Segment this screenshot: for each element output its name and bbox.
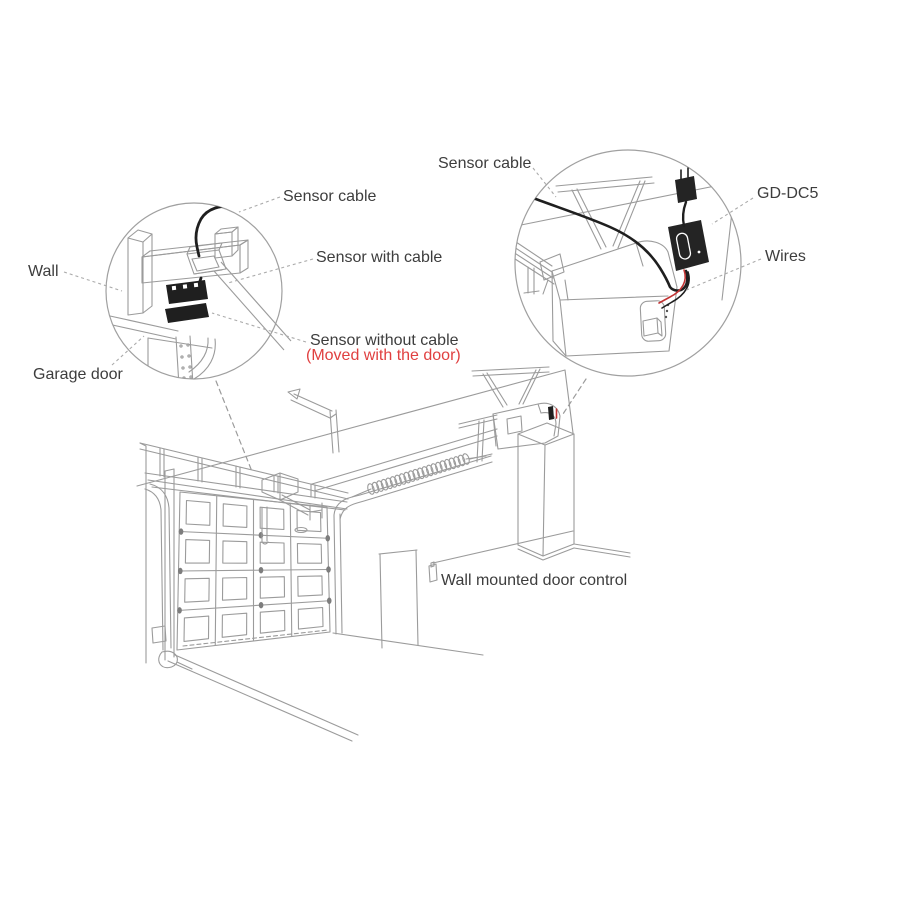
opener-unit [492, 402, 561, 450]
sensor-cable-label-right: Sensor cable [438, 155, 532, 172]
extension-spring [351, 453, 487, 498]
gd-dc5-label: GD-DC5 [757, 185, 819, 202]
right-callout-contents [515, 167, 741, 357]
left-callout-contents [107, 204, 249, 379]
label-leader-lines [63, 167, 762, 366]
callout-connectors [215, 378, 587, 470]
sensor-without-cable [165, 303, 209, 323]
gd-dc5-device [668, 220, 709, 271]
garage-door-label: Garage door [33, 366, 123, 383]
leader-wires [683, 258, 762, 292]
wall-label: Wall [28, 263, 59, 280]
leader-sensor-with-cable [227, 258, 314, 284]
leader-wall [63, 271, 123, 292]
ceiling-edge [515, 180, 741, 227]
opener-mount-straps [471, 366, 550, 408]
sensor-without-cable-label: Sensor without cable [310, 332, 459, 349]
interior-door [378, 549, 419, 649]
sensor-with-cable [166, 280, 208, 304]
wall-door-control [428, 530, 574, 583]
garage-door-panels [177, 495, 332, 647]
sensor-with-cable-label: Sensor with cable [316, 249, 443, 266]
main-garage-scene [136, 366, 631, 742]
rail-magnified [515, 235, 565, 295]
right-callout-circle [514, 149, 742, 377]
left-door-jamb [151, 468, 193, 670]
gd-dc5-in-scene [548, 406, 554, 420]
wall-bracket-boards [127, 226, 249, 316]
opener-unit-magnified [551, 240, 678, 357]
wires-label: Wires [765, 248, 806, 265]
room-structure [136, 369, 574, 742]
sensor-cable-label-left: Sensor cable [283, 188, 377, 205]
control-wire [432, 530, 574, 564]
leader-gd-dc5 [711, 197, 754, 225]
sensor-bracket [186, 242, 227, 275]
ceiling-angle-brace [287, 388, 340, 454]
opener-rail [261, 428, 498, 545]
sensor-cable-magnified [531, 196, 689, 292]
power-plug [675, 167, 697, 228]
door-tracks [144, 455, 493, 651]
leader-sensor-without-cable [211, 312, 307, 343]
wall-control-label: Wall mounted door control [441, 572, 628, 589]
wires [658, 269, 690, 309]
garage-door [176, 491, 332, 651]
leader-garage-door [111, 335, 145, 366]
leader-sensor-cable-left [238, 196, 281, 213]
door-arm-beam [213, 261, 292, 351]
track-hanger [458, 414, 498, 463]
mount-straps-magnified [555, 176, 655, 250]
sensor-without-cable-note: (Moved with the door) [306, 347, 461, 364]
leader-sensor-cable-right [532, 167, 557, 198]
header-framing [144, 447, 348, 511]
wall-and-door-section [107, 315, 216, 379]
